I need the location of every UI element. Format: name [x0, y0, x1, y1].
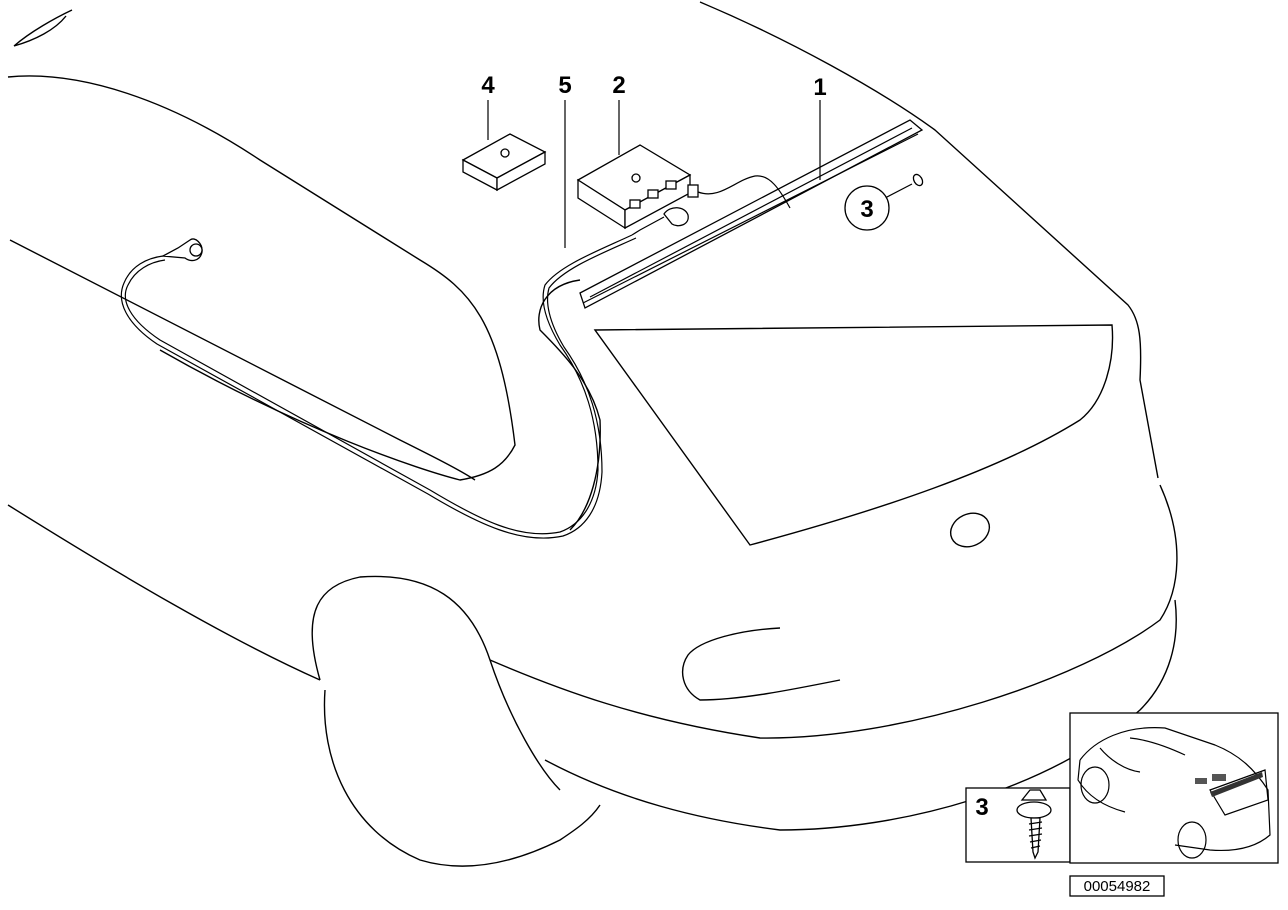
screw-icon — [1016, 789, 1052, 860]
callout-1: 1 — [813, 74, 826, 101]
callout-4: 4 — [481, 72, 495, 99]
callout-5: 5 — [558, 72, 571, 99]
antenna-amplifier — [576, 144, 791, 230]
car-body-outline — [7, 1, 1178, 867]
inset-screw-box: 3 — [965, 787, 1071, 863]
diagram-number-box: 00054982 — [1069, 875, 1165, 897]
inset-car-thumbnail — [1069, 712, 1279, 864]
leader-lines — [487, 100, 913, 248]
control-module — [461, 133, 547, 192]
screw-small — [912, 173, 924, 187]
callout-3-circle — [844, 185, 890, 231]
inset-screw-label: 3 — [975, 794, 988, 821]
diagram-number: 00054982 — [1084, 878, 1151, 895]
antenna-strip — [579, 119, 924, 309]
antenna-cable — [120, 207, 689, 539]
callout-2: 2 — [612, 72, 625, 99]
callout-3: 3 — [860, 196, 873, 223]
